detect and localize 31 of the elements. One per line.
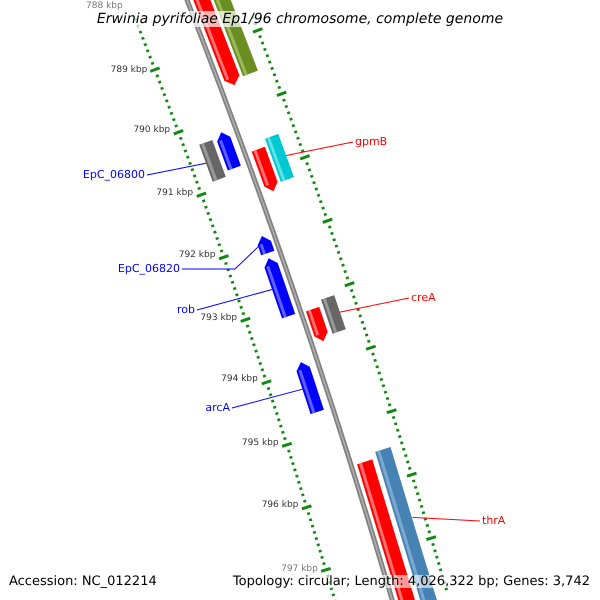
accession-text: Accession: NC_012214 xyxy=(9,575,157,588)
position-label: 791 kbp xyxy=(156,188,194,198)
leader-line xyxy=(232,388,303,408)
leader-line xyxy=(182,246,259,270)
genome-info-text: Topology: circular; Length: 4,026,322 bp; Genes: 3,742 xyxy=(232,575,590,588)
gene-block xyxy=(296,362,324,414)
position-label: 795 kbp xyxy=(242,438,279,448)
position-label: 793 kbp xyxy=(200,314,238,323)
position-label: 797 kbp xyxy=(281,564,318,574)
gene-label: gpmB xyxy=(355,136,388,147)
position-label: 788 kbp xyxy=(86,2,123,12)
position-label: 792 kbp xyxy=(178,251,216,260)
gene-label: rob xyxy=(177,304,195,315)
gene-label: arcA xyxy=(205,402,230,413)
gene-label: EpC_06820 xyxy=(118,263,180,274)
leader-line xyxy=(340,298,410,313)
gene-label: thrA xyxy=(482,515,506,526)
leader-line xyxy=(196,289,273,310)
position-label: 796 kbp xyxy=(262,501,298,510)
position-label: 789 kbp xyxy=(110,66,148,75)
gene-label: creA xyxy=(411,292,436,303)
leader-line xyxy=(146,162,206,176)
gene-block xyxy=(321,295,346,334)
gene-label: EpC_06800 xyxy=(82,169,145,180)
leader-line xyxy=(412,516,480,522)
gene-block xyxy=(265,134,294,182)
gene-block xyxy=(264,258,296,318)
leader-line xyxy=(286,142,354,156)
gene-block xyxy=(258,236,274,256)
position-label: 794 kbp xyxy=(221,375,258,384)
position-label: 790 kbp xyxy=(133,126,170,136)
